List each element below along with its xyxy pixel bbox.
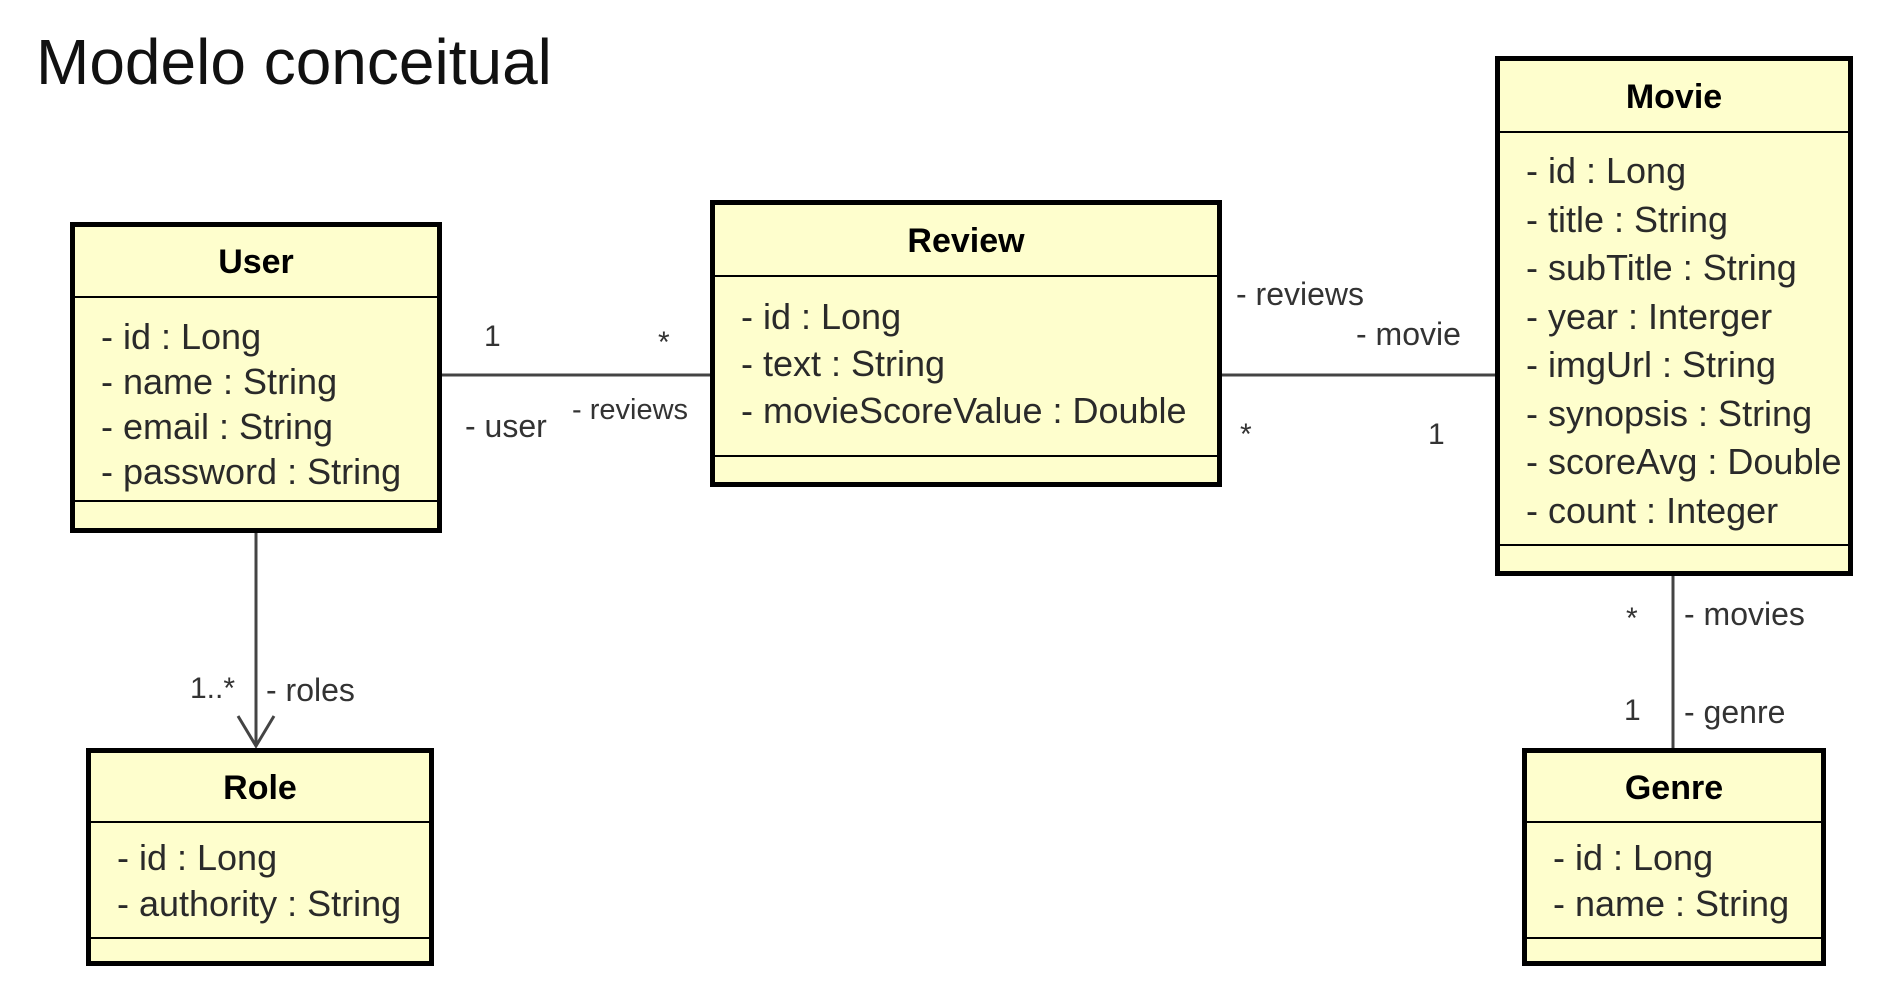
page-title: Modelo conceitual: [36, 26, 552, 98]
movie-class-name: Movie: [1500, 61, 1848, 133]
class-attribute: - password : String: [101, 451, 402, 492]
role-class-attributes: - id : Long - authority : String: [91, 823, 429, 939]
user-class[interactable]: User - id : Long - name : String - email…: [70, 222, 442, 533]
review-class-name: Review: [715, 205, 1217, 277]
genre-class-name: Genre: [1527, 753, 1821, 823]
class-attribute: - email : String: [101, 406, 334, 447]
class-attribute: - synopsis : String: [1526, 392, 1813, 434]
class-attribute: - id : Long: [117, 837, 278, 878]
review-class-attributes: - id : Long - text : String - movieScore…: [715, 277, 1217, 457]
movie-class-attributes: - id : Long - title : String - subTitle …: [1500, 133, 1848, 546]
genre-class-attributes: - id : Long - name : String: [1527, 823, 1821, 939]
class-attribute: - subTitle : String: [1526, 247, 1797, 288]
user-role-name-label: - user: [465, 408, 547, 444]
class-attribute: - year : Interger: [1526, 295, 1773, 337]
class-attribute: - id : Long: [1526, 150, 1687, 191]
movie-multiplicity-label: 1: [1428, 418, 1445, 451]
movies-role-name-label: - movies: [1684, 596, 1805, 632]
role-class[interactable]: Role - id : Long - authority : String: [86, 748, 434, 966]
user-class-attributes: - id : Long - name : String - email : St…: [75, 298, 437, 502]
class-attribute: - id : Long: [101, 316, 262, 357]
movie-role-name-label: - movie: [1356, 316, 1461, 352]
class-attribute: - movieScoreValue : Double: [741, 390, 1187, 431]
class-attribute: - id : Long: [741, 296, 902, 337]
movie-class[interactable]: Movie - id : Long - title : String - sub…: [1495, 56, 1853, 576]
class-attribute: - name : String: [1553, 883, 1790, 924]
user-class-name: User: [75, 227, 437, 298]
class-attribute: - text : String: [741, 343, 946, 384]
review-class[interactable]: Review - id : Long - text : String - mov…: [710, 200, 1222, 487]
review-multiplicity-label: *: [658, 326, 670, 359]
genre-class[interactable]: Genre - id : Long - name : String: [1522, 748, 1826, 966]
class-attribute: - scoreAvg : Double: [1526, 441, 1842, 482]
class-attribute: - authority : String: [117, 883, 402, 924]
genre-multiplicity-label: 1: [1624, 694, 1641, 727]
class-attribute: - imgUrl : String: [1526, 344, 1777, 385]
role-class-name: Role: [91, 753, 429, 823]
class-attribute: - name : String: [101, 361, 338, 402]
class-attribute: - title : String: [1526, 198, 1729, 240]
roles-role-name-label: - roles: [266, 672, 355, 708]
class-attribute: - count : Integer: [1526, 489, 1779, 531]
roles-multiplicity-label: 1..*: [190, 672, 236, 705]
review-multiplicity-label: *: [1240, 418, 1252, 451]
class-attribute: - id : Long: [1553, 837, 1714, 878]
genre-role-name-label: - genre: [1684, 694, 1786, 730]
reviews-role-name-label: - reviews: [572, 394, 689, 426]
movies-multiplicity-label: *: [1626, 602, 1638, 635]
reviews-role-name-label: - reviews: [1236, 276, 1365, 312]
user-role-arrowhead: [236, 715, 276, 749]
user-multiplicity-label: 1: [484, 320, 501, 353]
